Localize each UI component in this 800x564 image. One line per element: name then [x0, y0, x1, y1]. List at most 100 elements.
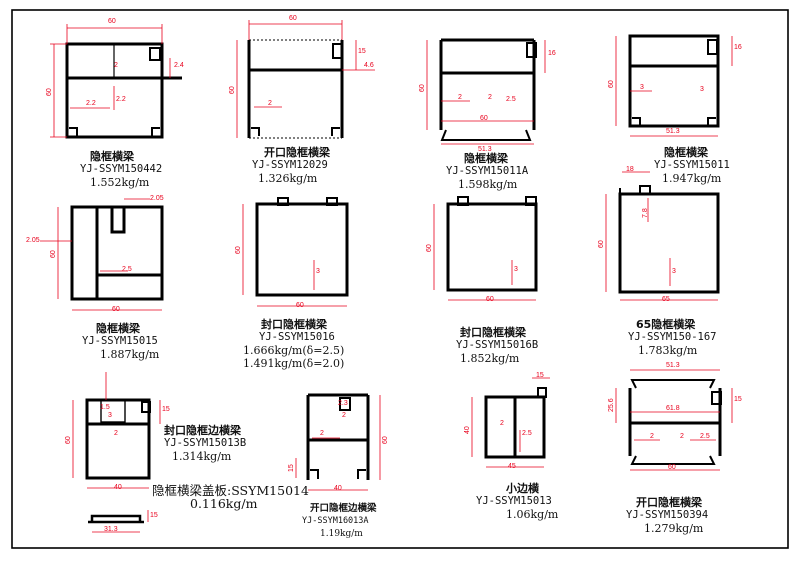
- dim-label: 60: [598, 240, 605, 248]
- dim-label: 60: [486, 296, 494, 303]
- profile-weight: 1.598kg/m: [458, 178, 518, 191]
- profile-section-10: [306, 393, 370, 480]
- dimension-lines-11: [471, 377, 550, 468]
- profile-weight: 1.314kg/m: [172, 450, 232, 463]
- profile-section-12: [628, 379, 722, 465]
- profile-caption-8: 65隐框横梁 YJ-SSYM150-167 1.783kg/m: [628, 318, 717, 357]
- dim-label: 60: [426, 244, 433, 252]
- dimension-lines-1: [50, 24, 171, 138]
- profile-weight: 1.783kg/m: [638, 344, 698, 357]
- profile-caption-7: 封口隐框横梁 YJ-SSYM15016B 1.852kg/m: [456, 326, 538, 365]
- profile-section-6: [255, 197, 349, 297]
- dim-label: 2: [650, 433, 654, 440]
- dim-label: 60: [289, 15, 297, 22]
- profile-title: 隐框横梁: [90, 150, 134, 163]
- dim-label: 15: [734, 396, 742, 403]
- dim-label: 60: [382, 436, 389, 444]
- dim-label: 25.6: [608, 398, 615, 412]
- profile-title: 65隐框横梁: [636, 318, 696, 331]
- dim-label: 2.4: [174, 62, 184, 69]
- profile-title: 隐框横梁: [464, 152, 508, 165]
- profile-title: 封口隐框边横梁: [164, 424, 241, 437]
- profile-weight-alt: 1.491kg/m(δ=2.0): [243, 357, 345, 370]
- profile-weight: 1.326kg/m: [258, 172, 318, 185]
- profile-weight: 1.279kg/m: [644, 522, 704, 535]
- profile-section-7: [446, 196, 538, 292]
- dim-label: 51.3: [478, 146, 492, 153]
- dim-label: 2.3: [338, 400, 348, 407]
- dim-label: 61.8: [666, 405, 680, 412]
- profile-section-2: [247, 39, 344, 139]
- dim-label: 2: [114, 430, 118, 437]
- dim-label: 2: [114, 62, 118, 69]
- profile-weight: 1.887kg/m: [100, 348, 160, 361]
- dim-label: 60: [419, 84, 426, 92]
- dim-label: 51.3: [666, 128, 680, 135]
- profile-section-8: [618, 185, 720, 294]
- profile-caption-6: 封口隐框横梁 YJ-SSYM15016 1.666kg/m(δ=2.5) 1.4…: [243, 318, 344, 370]
- dim-label: 16: [734, 44, 742, 51]
- dimension-lines-5: [40, 198, 162, 311]
- dimension-lines-cover: [92, 510, 149, 533]
- dimension-lines-6: [242, 204, 347, 307]
- dim-label: 60: [480, 115, 488, 122]
- dim-label: 65: [662, 296, 670, 303]
- dim-label: 15: [288, 464, 295, 472]
- dim-label: 60: [108, 18, 116, 25]
- profile-weight: 1.19kg/m: [320, 529, 363, 539]
- profile-caption-11: 小边横 YJ-SSYM15013 1.06kg/m: [476, 482, 558, 521]
- profile-title: 隐框横梁盖板:SSYM15014: [152, 483, 309, 498]
- profile-title: 隐框横梁: [664, 146, 708, 159]
- profile-code: YJ-SSYM150394: [626, 509, 709, 521]
- dim-label: 2.05: [26, 237, 40, 244]
- dim-label: 3: [700, 86, 704, 93]
- profile-caption-2: 开口隐框横梁 YJ-SSYM12029 1.326kg/m: [252, 146, 330, 185]
- profile-title: 封口隐框横梁: [261, 318, 327, 331]
- profile-section-4: [628, 34, 720, 128]
- dim-label: 45: [508, 463, 516, 470]
- profile-weight: 1.947kg/m: [662, 172, 722, 185]
- dim-label: 2.2: [116, 96, 126, 103]
- dim-label: 2: [458, 94, 462, 101]
- profile-code: YJ-SSYM15015: [82, 335, 158, 347]
- dim-label: 15: [358, 48, 366, 55]
- profile-caption-10: 开口隐框边横梁 YJ-SSYM16013A 1.19kg/m: [302, 502, 377, 541]
- dim-label: 40: [464, 426, 471, 434]
- dim-label: 60: [46, 88, 53, 96]
- profile-section-3: [439, 38, 537, 141]
- profile-code: YJ-SSYM12029: [252, 159, 328, 171]
- profile-weight: 1.06kg/m: [506, 508, 559, 521]
- profile-section-5: [70, 205, 164, 301]
- dim-label: 2.5: [122, 266, 132, 273]
- dim-label: 60: [235, 246, 242, 254]
- dim-label: 3: [672, 268, 676, 275]
- dim-label: 16: [548, 50, 556, 57]
- dim-label: 1.5: [100, 404, 110, 411]
- dim-label: 2: [680, 433, 684, 440]
- dim-label: 15: [536, 372, 544, 379]
- dim-label: 40: [114, 484, 122, 491]
- profile-title: 开口隐框边横梁: [310, 503, 377, 514]
- dim-label: 60: [668, 464, 676, 471]
- dim-label: 3: [108, 412, 112, 419]
- sheet-border: [11, 9, 789, 549]
- dim-label: 2: [268, 100, 272, 107]
- profile-code: YJ-SSYM15011A: [446, 165, 529, 177]
- dim-label: 31.3: [104, 526, 118, 533]
- dim-label: 2.5: [700, 433, 710, 440]
- dim-label: 40: [334, 485, 342, 492]
- profile-weight: 1.552kg/m: [90, 176, 150, 189]
- profile-title: 封口隐框横梁: [460, 326, 526, 339]
- dim-label: 2.5: [522, 430, 532, 437]
- profile-code: YJ-SSYM15016B: [456, 339, 539, 351]
- dim-label: 60: [112, 306, 120, 313]
- dim-label: 2.5: [506, 96, 516, 103]
- dim-label: 15: [162, 406, 170, 413]
- dim-label: 51.3: [666, 362, 680, 369]
- dimension-lines-9: [72, 372, 161, 489]
- dim-label: 60: [50, 250, 57, 258]
- dim-label: 2.2: [86, 100, 96, 107]
- profile-title: 开口隐框横梁: [264, 146, 330, 159]
- profile-title: 开口隐框横梁: [636, 496, 702, 509]
